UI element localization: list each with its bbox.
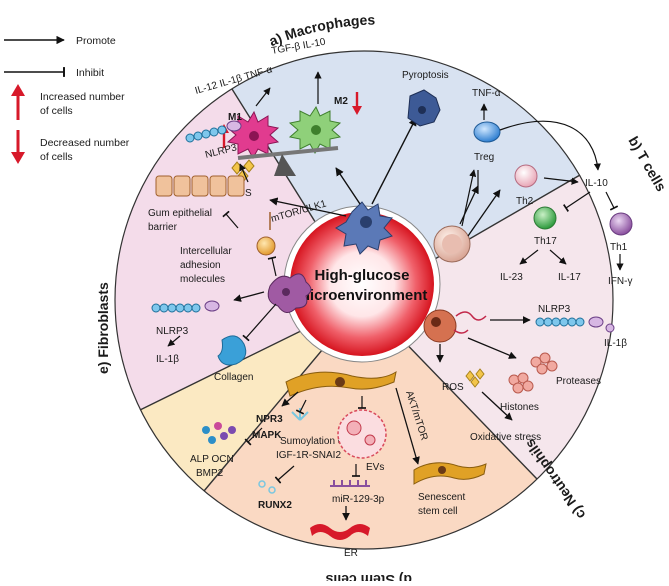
th2-label: Th2: [516, 196, 534, 207]
adhesion-label-1: Intercellular: [180, 246, 232, 257]
treg-label: Treg: [474, 152, 494, 163]
stem-cell-icon: [285, 370, 397, 397]
evs-vesicle-icon: [337, 409, 387, 459]
collagen-icon: [217, 335, 247, 366]
neutrophil-ros-label: ROS: [442, 382, 464, 393]
senescent-label-1: Senescent: [418, 492, 465, 503]
oxidative-stress-label: Oxidative stress: [470, 432, 541, 443]
histones-label: Histones: [500, 402, 539, 413]
ifn-label: IFN-γ: [608, 276, 632, 287]
mapk-label: MAPK: [252, 430, 282, 441]
center-node: High-glucose microenvironment: [283, 205, 441, 363]
stemcells-content: NPR3 MAPK ALP OCN BMP2 Sumoylation of IG…: [190, 370, 487, 559]
m2-cell-icon: [288, 105, 342, 155]
runx2-icon: [258, 480, 276, 494]
sumoylation-label-2: IGF-1R-SNAI2: [276, 450, 341, 461]
m1-label: M1: [228, 112, 242, 123]
legend-inhibit: Inhibit: [76, 67, 104, 79]
title-stemcells: d) Stem cells: [325, 572, 412, 581]
senescent-cell-icon: [413, 462, 487, 485]
il17-label: IL-17: [558, 272, 581, 283]
fibroblasts-content: Gum epithelial barrier Intercellular adh…: [148, 175, 312, 383]
pyroptotic-cell-icon: [407, 89, 441, 127]
legend-promote: Promote: [76, 35, 116, 47]
red-down-arrow-icon: [11, 130, 25, 164]
center-label-line2: microenvironment: [297, 287, 428, 304]
nlrp3-chain-icon: [185, 120, 242, 143]
fibroblast-nlrp3-label: NLRP3: [156, 326, 189, 337]
sector-stemcells: [140, 300, 364, 491]
th2-cell-icon: [514, 164, 538, 188]
macrophage-cell-icon: [335, 201, 393, 255]
mirna-icon: [330, 480, 370, 487]
evs-label: EVs: [366, 462, 384, 473]
th17-cell-icon: [533, 206, 557, 230]
pyroptosis-label: Pyroptosis: [402, 70, 449, 81]
npr3-label: NPR3: [256, 414, 283, 425]
neutrophil-cell-icon: [423, 309, 487, 343]
red-up-arrow-icon: [11, 84, 25, 120]
tnf-label: TNF-α: [472, 88, 501, 99]
treg-cell-icon: [473, 121, 501, 143]
proteases-label: Proteases: [556, 376, 601, 387]
bmp2-label: BMP2: [196, 468, 224, 479]
tcells-content: TNF-α Treg Th2 IL-10 Th17 Th1 IL-23 IL-1…: [433, 88, 633, 287]
gum-epithelium-icon: [155, 175, 245, 197]
er-label: ER: [344, 548, 358, 559]
adhesion-label-2: adhesion: [180, 260, 221, 271]
fibroblast-nlrp3-chain-icon: [151, 300, 220, 313]
th17-label: Th17: [534, 236, 557, 247]
m2-label: M2: [334, 96, 348, 107]
mir-label: miR-129-3p: [332, 494, 385, 505]
center-label-line1: High-glucose: [314, 267, 409, 284]
title-fibroblasts: e) Fibroblasts: [95, 282, 111, 374]
il23-label: IL-23: [500, 272, 523, 283]
alp-ocn-label: ALP OCN: [190, 454, 234, 465]
er-icon: [310, 524, 370, 540]
th1-cell-icon: [609, 212, 633, 236]
proteases-icon: [508, 352, 558, 394]
title-tcells: b) T cells: [625, 134, 669, 195]
naive-t-cell-icon: [433, 225, 471, 263]
gum-label-2: barrier: [148, 222, 178, 233]
senescent-label-2: stem cell: [418, 506, 457, 517]
adhesion-molecule-icon: [256, 212, 276, 256]
il10-label: IL-10: [585, 178, 608, 189]
neutrophil-il1b-label: IL-1β: [604, 338, 627, 349]
neutrophil-ros-icon: [465, 368, 485, 388]
osteo-markers-icon: [202, 422, 236, 444]
neutrophil-nlrp3-chain-icon: [535, 316, 615, 333]
gum-label-1: Gum epithelial: [148, 208, 212, 219]
m2-decrease-arrow-icon: [352, 92, 362, 115]
fibroblast-cell-icon: [267, 273, 312, 313]
th1-label: Th1: [610, 242, 628, 253]
neutrophil-nlrp3-label: NLRP3: [538, 304, 571, 315]
balance-seesaw-icon: [237, 146, 339, 176]
fibroblast-il1b-label: IL-1β: [156, 354, 179, 365]
runx2-label: RUNX2: [258, 500, 292, 511]
macrophages-content: M1 M2 IL-12 IL-1β TNF-α TGF-β IL-10: [185, 37, 449, 255]
sumoylation-label-1: Sumoylation of: [280, 436, 346, 447]
collagen-label: Collagen: [214, 372, 253, 383]
neutrophils-content: NLRP3 IL-1β Proteases Histones: [423, 304, 627, 443]
adhesion-label-3: molecules: [180, 274, 225, 285]
